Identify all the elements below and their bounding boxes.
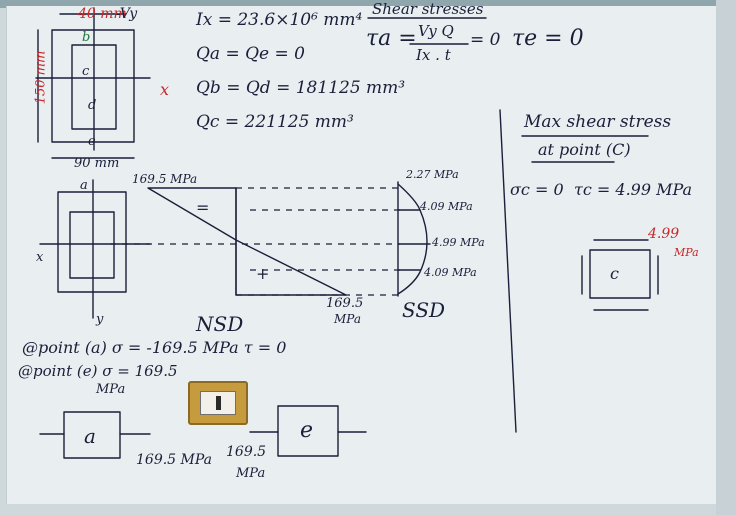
element-e-stress: 169.5 xyxy=(226,444,267,460)
nsd-plus-sign: + xyxy=(256,264,270,283)
max-shear-value: 4.99 xyxy=(648,226,680,242)
nsd-label: NSD xyxy=(196,312,244,336)
switch-plate xyxy=(200,391,236,415)
ssd-value-3: 4.99 MPa xyxy=(432,236,485,249)
tau-c-value: τc = 4.99 MPa xyxy=(574,180,693,199)
qa-value: Qa = Qe = 0 xyxy=(196,44,305,64)
sigma-c-value: σc = 0 xyxy=(510,180,564,199)
board-edge xyxy=(716,0,736,515)
point-e-note: @point (e) σ = 169.5 xyxy=(18,362,178,380)
point-e-element xyxy=(249,405,367,457)
tau-e-value: τe = 0 xyxy=(512,26,584,51)
max-shear-box-label: c xyxy=(610,264,619,283)
dim-top-label: 40 mm xyxy=(78,6,127,22)
point-e-label: e xyxy=(88,134,96,149)
max-shear-element xyxy=(581,239,659,311)
element-a-label: a xyxy=(84,424,96,448)
ssd-value-4: 4.09 MPa xyxy=(424,266,477,279)
nsd-bottom-value: 169.5 xyxy=(326,296,364,311)
lower-axis-x-label: x xyxy=(36,250,44,265)
max-shear-title: Max shear stress xyxy=(524,112,672,132)
light-switch[interactable] xyxy=(188,381,248,425)
wall-strip xyxy=(0,0,736,8)
cross-section-bottom xyxy=(39,179,151,319)
element-e-unit: MPa xyxy=(236,466,266,481)
dim-width-label: 90 mm xyxy=(74,156,120,171)
shear-denominator: Ix . t xyxy=(416,46,451,64)
point-b-label: b xyxy=(82,30,91,45)
divider-line xyxy=(499,109,517,433)
point-d-label: d xyxy=(88,98,97,113)
shear-heading: Shear stresses xyxy=(372,0,484,18)
nsd-top-value: 169.5 MPa xyxy=(132,172,198,186)
ssd-value-2: 4.09 MPa xyxy=(420,200,473,213)
ssd-label: SSD xyxy=(402,298,446,322)
switch-rocker[interactable] xyxy=(216,396,221,410)
shear-numerator: Vy Q xyxy=(418,22,454,40)
ix-value: Ix = 23.6×10⁶ mm⁴ xyxy=(196,10,363,30)
cross-section-top xyxy=(35,7,151,159)
point-e-unit: MPa xyxy=(96,382,126,397)
ssd-diagram xyxy=(397,181,431,297)
ssd-value-1: 2.27 MPa xyxy=(406,168,459,181)
qc-value: Qc = 221125 mm³ xyxy=(196,112,354,132)
whiteboard xyxy=(6,6,720,504)
max-shear-unit: MPa xyxy=(674,246,699,259)
vy-label: -Vy xyxy=(116,6,138,22)
axis-x-label: x xyxy=(160,80,170,99)
dim-height-label: 150 mm xyxy=(33,50,49,105)
shear-result: = 0 xyxy=(470,30,501,50)
element-e-label: e xyxy=(300,418,314,443)
lower-axis-y-label: y xyxy=(96,312,104,327)
point-a-note: @point (a) σ = -169.5 MPa τ = 0 xyxy=(22,338,287,357)
lower-point-a-label: a xyxy=(80,178,88,193)
point-a-element xyxy=(39,411,151,459)
nsd-minus-sign: = xyxy=(196,198,210,217)
nsd-diagram xyxy=(110,187,400,296)
point-c-label: c xyxy=(82,64,90,79)
shear-lhs: τa = xyxy=(366,26,417,51)
element-a-stress: 169.5 MPa xyxy=(136,452,213,468)
qb-value: Qb = Qd = 181125 mm³ xyxy=(196,78,406,98)
nsd-bottom-unit: MPa xyxy=(334,312,361,326)
max-shear-subtitle: at point (C) xyxy=(538,140,631,159)
